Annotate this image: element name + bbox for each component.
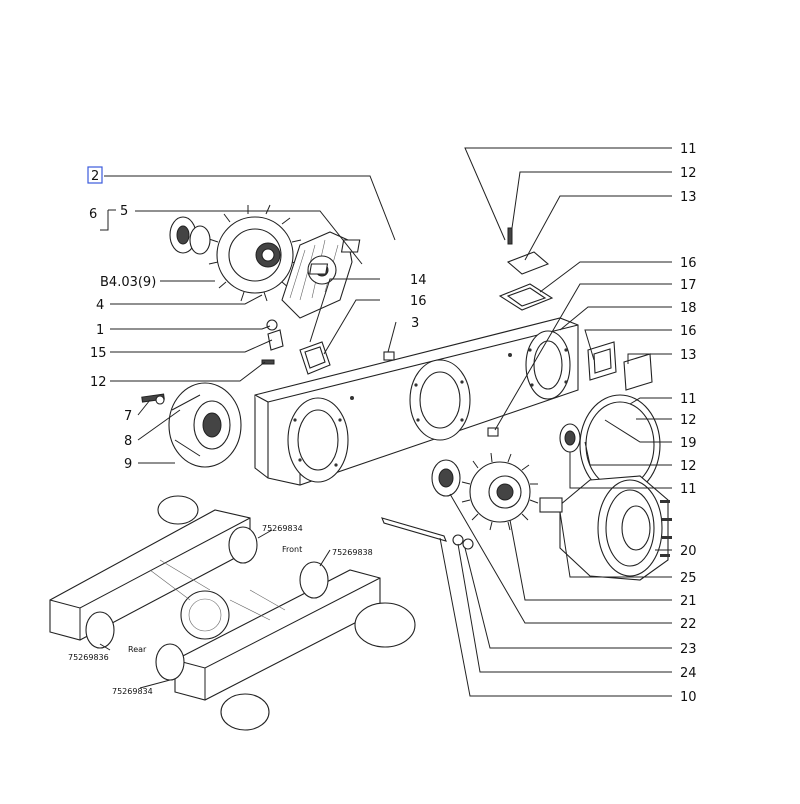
callout-15[interactable]: 15	[90, 346, 107, 361]
callout-12-left[interactable]: 12	[90, 375, 107, 390]
callout-8[interactable]: 8	[124, 434, 132, 449]
callout-9[interactable]: 9	[124, 457, 132, 472]
inset-frame-sketch	[49, 495, 416, 731]
callout-16-left[interactable]: 16	[410, 294, 427, 309]
callout-5[interactable]: 5	[120, 204, 128, 219]
callout-13-b[interactable]: 13	[680, 348, 697, 363]
callout-7[interactable]: 7	[124, 409, 132, 424]
callout-25[interactable]: 25	[680, 571, 697, 586]
callout-20[interactable]: 20	[680, 544, 697, 559]
callout-16-b[interactable]: 16	[680, 324, 697, 339]
inset-labels: 75269834 Front 75269838 75269836 Rear 75…	[68, 524, 373, 696]
callout-11-b[interactable]: 11	[680, 392, 697, 407]
inset-ref-d: 75269834	[112, 687, 153, 696]
callout-12-c[interactable]: 12	[680, 459, 697, 474]
callout-21[interactable]: 21	[680, 594, 697, 609]
hydraulic-motor	[539, 475, 672, 581]
small-blocks	[309, 239, 361, 275]
callout-17[interactable]: 17	[680, 278, 697, 293]
callout-18[interactable]: 18	[680, 301, 697, 316]
gasket-ring	[579, 394, 661, 496]
inset-front-label: Front	[282, 545, 302, 554]
callout-3[interactable]: 3	[411, 316, 419, 331]
callout-23[interactable]: 23	[680, 642, 697, 657]
inset-ref-a: 75269834	[262, 524, 303, 533]
flange-cover	[141, 382, 242, 468]
callout-13-a[interactable]: 13	[680, 190, 697, 205]
callout-24[interactable]: 24	[680, 666, 697, 681]
callout-14[interactable]: 14	[410, 273, 427, 288]
inset-rear-label: Rear	[128, 645, 147, 654]
callout-19[interactable]: 19	[680, 436, 697, 451]
inset-ref-b: 75269838	[332, 548, 373, 557]
inset-ref-c: 75269836	[68, 653, 109, 662]
callout-4[interactable]: 4	[96, 298, 104, 313]
top-cover-parts	[498, 227, 653, 391]
callout-b4039[interactable]: B4.03(9)	[100, 275, 156, 290]
callout-12-a[interactable]: 12	[680, 166, 697, 181]
seal-plates-left	[261, 319, 331, 375]
bearing-ring	[431, 423, 581, 497]
callout-11-a[interactable]: 11	[680, 142, 697, 157]
gear-housing	[254, 317, 579, 486]
callout-1[interactable]: 1	[96, 323, 104, 338]
callout-2[interactable]: 2	[91, 169, 99, 184]
callout-10[interactable]: 10	[680, 690, 697, 705]
drive-sprocket-assembly	[169, 204, 302, 302]
callout-16-a[interactable]: 16	[680, 256, 697, 271]
callout-22[interactable]: 22	[680, 617, 697, 632]
bearing-plate	[281, 231, 353, 319]
idler-sprocket	[461, 452, 539, 531]
callouts-right: 11 12 13 16 17 18 16 13 11 12 19 12 11 2…	[680, 142, 697, 705]
highlight-box	[87, 166, 103, 184]
callout-11-c[interactable]: 11	[680, 482, 697, 497]
callouts-left: 2 6 5 B4.03(9) 4 14 16 1 15 3 12 7 8 9	[87, 166, 427, 472]
pin-and-nuts	[381, 517, 474, 550]
callout-12-b[interactable]: 12	[680, 413, 697, 428]
callout-6[interactable]: 6	[89, 207, 97, 222]
leader-lines	[99, 147, 672, 697]
